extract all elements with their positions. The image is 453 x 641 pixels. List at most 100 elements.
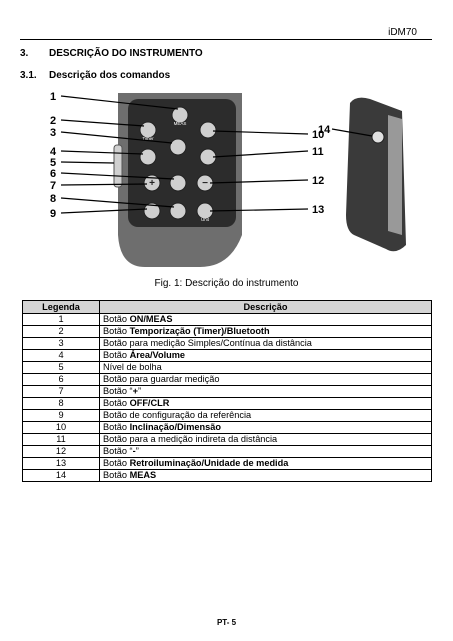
row-description: Botão Retroiluminação/Unidade de medida [99,457,432,470]
section-title: DESCRIÇÃO DO INSTRUMENTO [49,48,203,59]
callout-14: 14 [318,124,331,136]
key-tilt [199,121,217,139]
callout-10: 10 [312,129,324,141]
row-number: 2 [22,325,100,338]
description-pre: Botão [103,314,130,324]
callout-7: 7 [50,180,56,192]
row-number: 3 [22,337,100,350]
description-bold: MEAS [129,470,157,480]
description-pre: Botão [103,458,130,468]
description-pre: Botão [103,470,130,480]
key-reference [143,202,161,220]
description-bold: ON/MEAS [129,314,173,324]
callout-6: 6 [50,168,56,180]
callout-8: 8 [50,193,56,205]
row-number: 1 [22,313,100,326]
description-pre: Botão [103,422,130,432]
description-bold: Retroiluminação/Unidade de medida [129,458,289,468]
figure-caption: Fig. 1: Descrição do instrumento [154,278,299,289]
callout-11: 11 [312,146,324,158]
row-number: 5 [22,361,100,374]
row-description: Nível de bolha [99,361,432,374]
instrument-figure: MEAS Timer Unit + − 1 2 3 4 5 6 7 8 9 10… [50,91,406,267]
row-number: 14 [22,469,100,482]
row-description: Botão de configuração da referência [99,409,432,422]
header-legenda: Legenda [22,300,100,314]
description-pre: Nível de bolha [103,362,162,372]
description-pre: Botão [103,350,130,360]
subsection-heading: 3.1. Descrição dos comandos [20,70,170,81]
description-bold: Inclinação/Dimensão [129,422,221,432]
description-bold: Área/Volume [129,350,186,360]
callout-13: 13 [312,204,324,216]
key-timer-label: Timer [142,136,154,141]
callout-5: 5 [50,157,56,169]
description-pre: Botão para medição Simples/Contínua da d… [103,338,312,348]
callout-2: 2 [50,115,56,127]
description-pre: Botão [103,326,130,336]
table-header-row: Legenda Descrição [22,300,432,314]
row-description: Botão Temporização (Timer)/Bluetooth [99,325,432,338]
description-bold: - [132,446,136,456]
row-number: 9 [22,409,100,422]
row-description: Botão para guardar medição [99,373,432,386]
section-number: 3. [20,48,29,59]
page-number: PT- 5 [216,618,237,627]
row-description: Botão Área/Volume [99,349,432,362]
row-description: Botão Inclinação/Dimensão [99,421,432,434]
row-description: Botão para a medição indireta da distânc… [99,433,432,446]
row-description: Botão “+” [99,385,432,398]
key-meas [171,106,189,124]
row-number: 11 [22,433,100,446]
description-bold: OFF/CLR [129,398,170,408]
document-model: iDM70 [388,27,417,38]
callout-3: 3 [50,127,56,139]
side-meas-button [371,130,385,144]
description-post: ” [138,386,142,396]
description-pre: Botão de configuração da referência [103,410,252,420]
description-bold: + [132,386,138,396]
description-pre: Botão para guardar medição [103,374,220,384]
description-pre: Botão para a medição indireta da distânc… [103,434,278,444]
key-meas-label: MEAS [174,121,187,126]
section-heading: 3. DESCRIÇÃO DO INSTRUMENTO [20,48,203,59]
row-number: 6 [22,373,100,386]
bubble-level [113,144,123,188]
row-description: Botão OFF/CLR [99,397,432,410]
key-area [139,148,157,166]
row-number: 7 [22,385,100,398]
minus-icon: − [202,178,208,189]
subsection-title: Descrição dos comandos [49,70,171,81]
plus-icon: + [149,178,155,189]
header-descricao: Descrição [99,300,432,314]
key-plus [143,174,161,192]
description-post: ” [135,446,139,456]
description-pre: Botão [103,398,130,408]
callout-4: 4 [50,146,57,158]
subsection-number: 3.1. [20,70,37,81]
callout-9: 9 [50,208,56,220]
description-pre: Botão “ [103,386,133,396]
description-pre: Botão “ [103,446,133,456]
row-description: Botão “-” [99,445,432,458]
side-panel [388,115,402,235]
row-description: Botão para medição Simples/Contínua da d… [99,337,432,350]
key-mode [169,138,187,156]
row-number: 4 [22,349,100,362]
row-description: Botão MEAS [99,469,432,482]
callout-12: 12 [312,175,324,187]
row-number: 10 [22,421,100,434]
